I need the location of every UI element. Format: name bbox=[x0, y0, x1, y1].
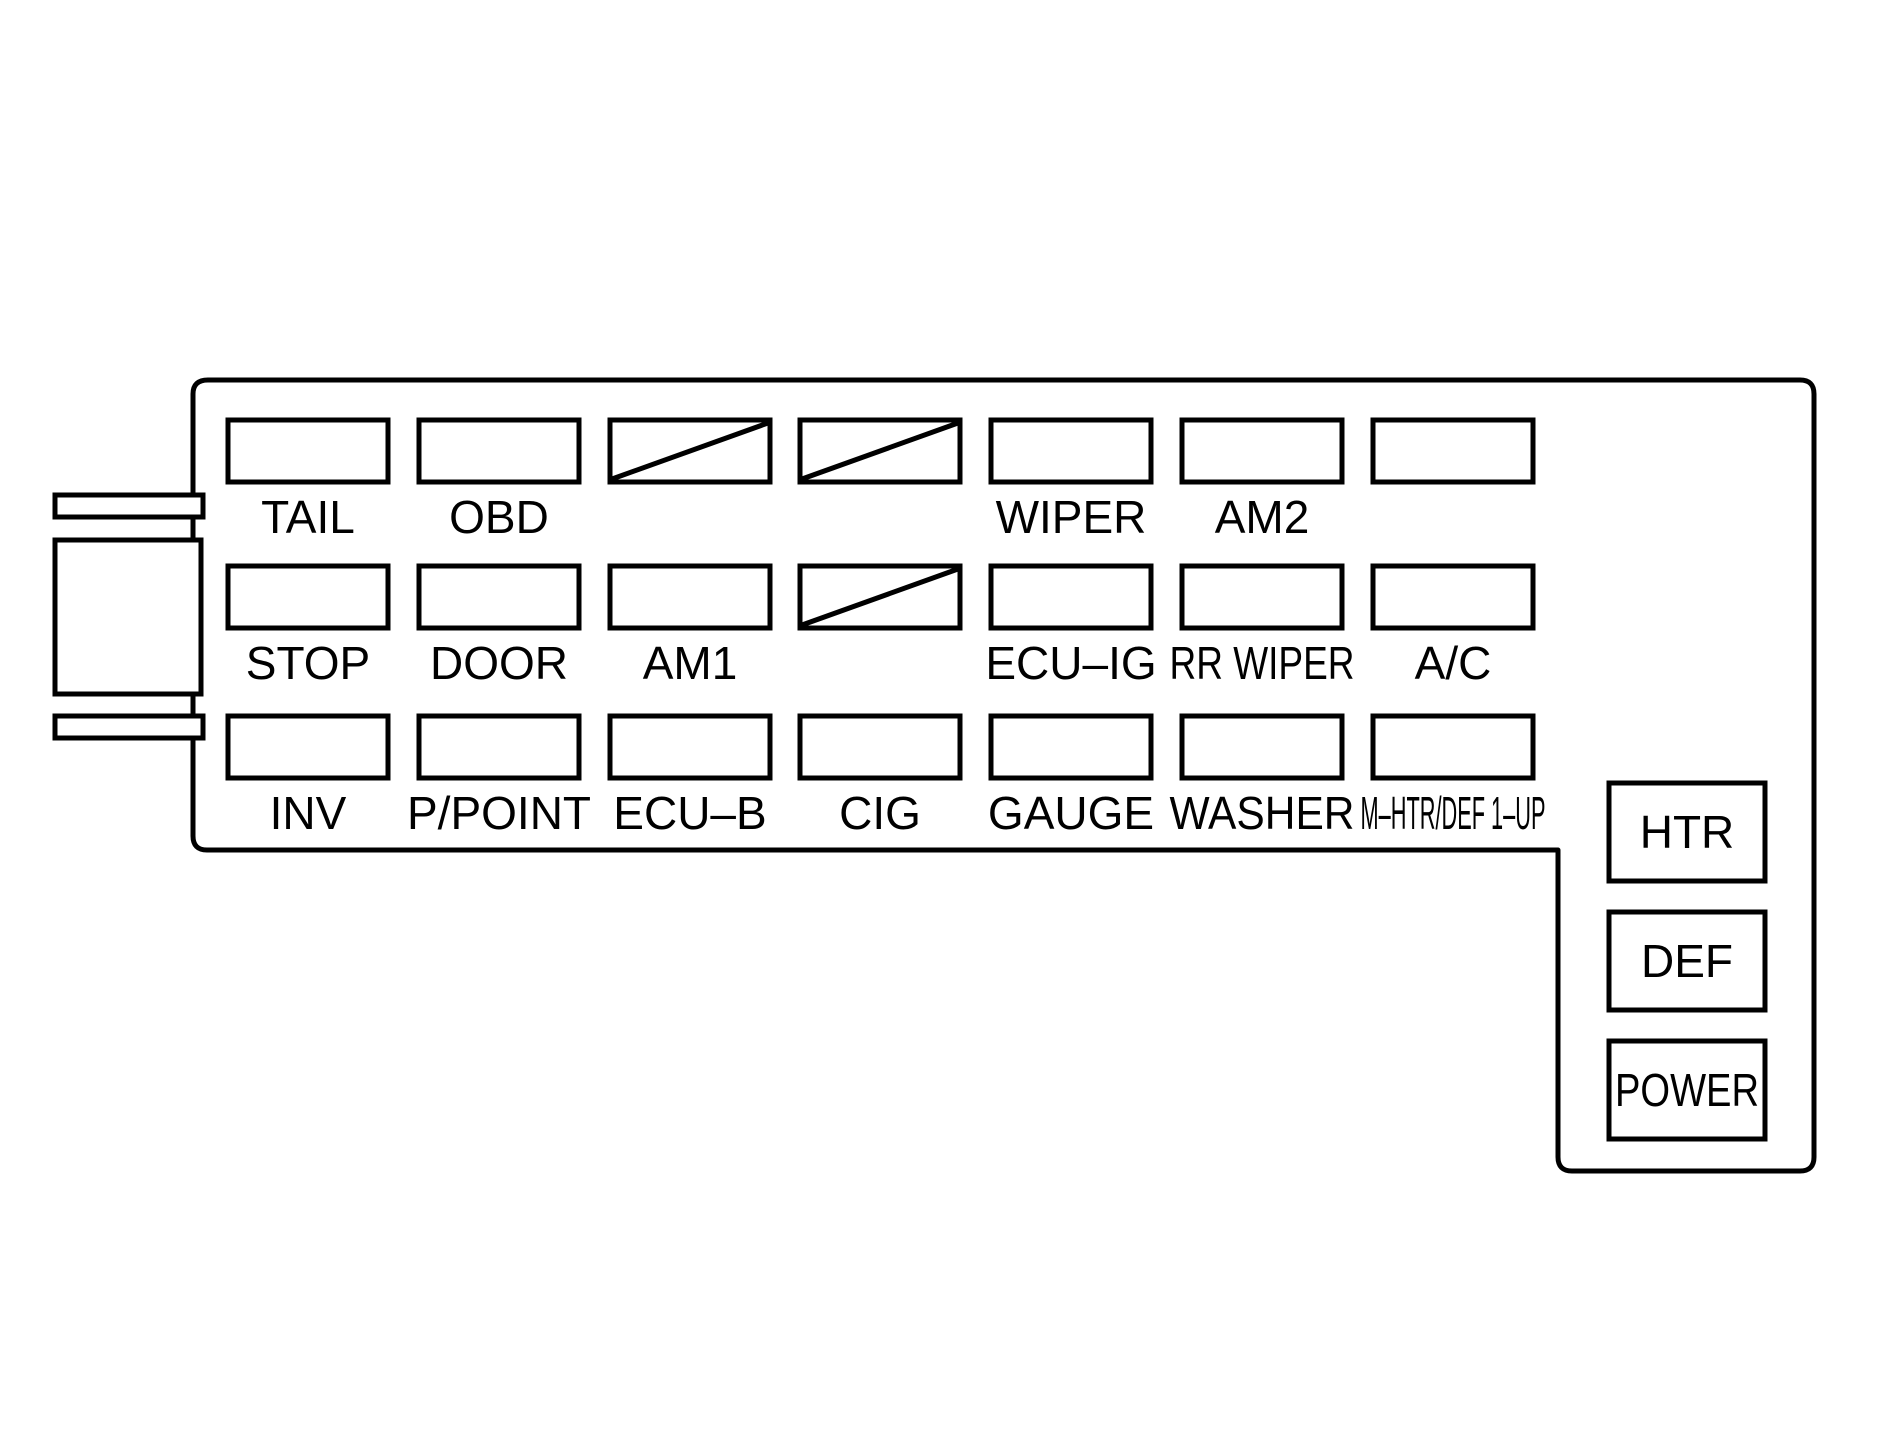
fuse-slot bbox=[988, 563, 1154, 631]
fuse-slot bbox=[225, 563, 391, 631]
fuse-label: WIPER bbox=[996, 491, 1147, 543]
fuse-label: AM2 bbox=[1215, 491, 1310, 543]
fuse-label: OBD bbox=[449, 491, 549, 543]
fuse-slot bbox=[1179, 563, 1345, 631]
fuse-slot bbox=[225, 417, 391, 485]
fuse-label: CIG bbox=[839, 787, 921, 839]
fuse-label: INV bbox=[270, 787, 347, 839]
fuse-slot bbox=[1370, 713, 1536, 781]
fuse-slot bbox=[1179, 713, 1345, 781]
fuse-label: GAUGE bbox=[988, 787, 1154, 839]
fuse-slot bbox=[416, 563, 582, 631]
relay-column: HTR DEF POWER bbox=[1606, 780, 1768, 1142]
fuse-slot bbox=[607, 713, 773, 781]
relay-box bbox=[1606, 1038, 1768, 1142]
fuse-slot bbox=[988, 417, 1154, 485]
fuse-slot bbox=[416, 417, 582, 485]
relay-box bbox=[1606, 909, 1768, 1013]
fuse-label: WASHER bbox=[1170, 787, 1355, 839]
fuse-slot bbox=[797, 713, 963, 781]
fuse-label: ECU–B bbox=[613, 787, 766, 839]
fuse-slot bbox=[416, 713, 582, 781]
fuse-slot bbox=[607, 563, 773, 631]
relay-label: DEF bbox=[1641, 935, 1733, 987]
relay-label: POWER bbox=[1615, 1064, 1759, 1116]
fuse-label: TAIL bbox=[261, 491, 355, 543]
fuse-slot bbox=[1179, 417, 1345, 485]
fuse-slot bbox=[1370, 563, 1536, 631]
connector-tab-top bbox=[52, 492, 206, 520]
connector-tab-bottom bbox=[52, 713, 206, 741]
spare-slash bbox=[801, 420, 959, 482]
fuse-label: DOOR bbox=[430, 637, 568, 689]
fuse-label: AM1 bbox=[643, 637, 738, 689]
side-connector bbox=[52, 492, 206, 741]
fuse-label: RR WIPER bbox=[1170, 637, 1355, 689]
relay-label: HTR bbox=[1640, 806, 1735, 858]
fuse-label: P/POINT bbox=[407, 787, 591, 839]
housing-outline bbox=[190, 377, 1817, 1174]
connector-body bbox=[52, 537, 204, 697]
fuse-slot bbox=[225, 713, 391, 781]
fuse-label: STOP bbox=[246, 637, 370, 689]
fuse-label: M–HTR/DEF 1–UP bbox=[1361, 787, 1546, 839]
fuse-label: ECU–IG bbox=[985, 637, 1156, 689]
fuse-slot bbox=[1370, 417, 1536, 485]
fuse-label: A/C bbox=[1415, 637, 1492, 689]
fuse-slot bbox=[988, 713, 1154, 781]
fuse-box-housing bbox=[190, 377, 1817, 1174]
spare-slash bbox=[801, 566, 959, 628]
relay-box bbox=[1606, 780, 1768, 884]
spare-slash bbox=[611, 420, 769, 482]
